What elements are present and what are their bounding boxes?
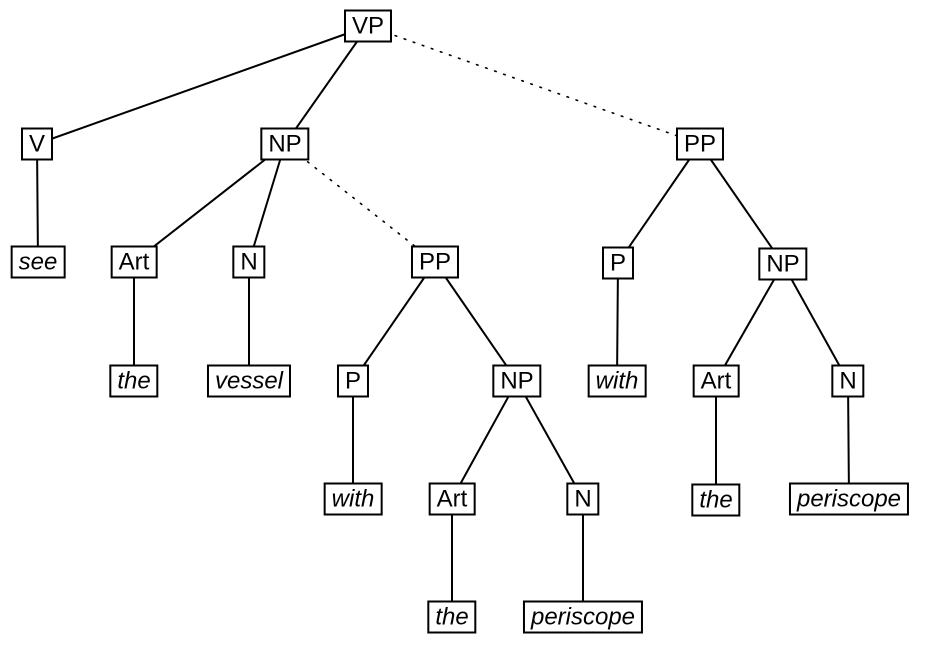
tree-edge-vp-pp2-dotted (367, 25, 701, 145)
tree-node-art1: Art (110, 245, 158, 279)
tree-node-with2: with (587, 364, 647, 398)
tree-node-n2: N (566, 482, 600, 516)
tree-edge-pp1-p1 (352, 261, 436, 382)
tree-node-the3: the (691, 483, 741, 517)
tree-node-vp: VP (343, 9, 393, 43)
tree-edge-np3-art3 (715, 263, 784, 382)
tree-edge-pp2-np3 (699, 143, 784, 265)
tree-edge-np1-pp1-dotted (284, 143, 436, 263)
tree-edge-pp1-np2 (434, 261, 518, 382)
tree-node-np1: NP (260, 127, 310, 161)
tree-node-pp1: PP (410, 245, 460, 279)
tree-edge-np2-n2 (516, 380, 584, 500)
tree-edge-p2-with2 (616, 262, 619, 382)
tree-node-the2: the (427, 600, 477, 634)
tree-edge-np1-n1 (248, 143, 286, 263)
tree-node-np3: NP (758, 247, 808, 281)
tree-edge-np3-n3 (782, 263, 849, 382)
tree-edge-vp-np1 (284, 25, 369, 145)
tree-node-p2: P (601, 246, 635, 280)
tree-node-with1: with (323, 482, 383, 516)
tree-node-art2: Art (428, 482, 476, 516)
tree-edge-np1-art1 (133, 143, 286, 263)
tree-node-art3: Art (692, 364, 740, 398)
tree-edge-v-see (36, 143, 39, 263)
tree-node-periscope2: periscope (788, 482, 910, 516)
tree-node-see: see (10, 245, 66, 279)
tree-node-n3: N (831, 364, 865, 398)
tree-node-v: V (20, 127, 54, 161)
tree-edge-vp-v (36, 25, 369, 145)
tree-node-periscope1: periscope (522, 600, 644, 634)
tree-node-vessel: vessel (206, 364, 292, 398)
tree-node-np2: NP (492, 364, 542, 398)
tree-edge-n3-periscope2 (847, 380, 850, 500)
tree-edge-pp2-p2 (617, 143, 701, 264)
tree-node-the1: the (109, 364, 159, 398)
tree-edge-np2-art2 (451, 380, 518, 500)
tree-node-n1: N (232, 245, 266, 279)
tree-node-p1: P (336, 364, 370, 398)
tree-node-pp2: PP (675, 127, 725, 161)
